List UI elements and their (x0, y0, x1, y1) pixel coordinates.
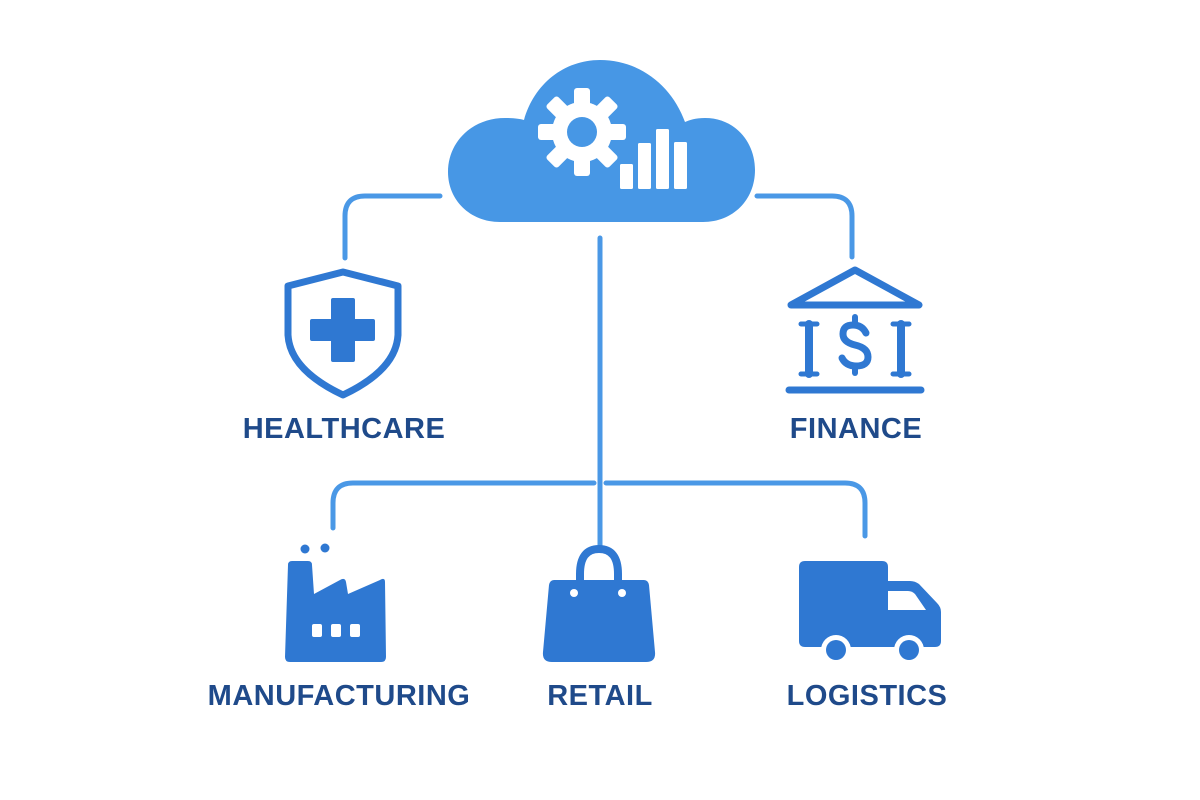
cloud-hub (448, 60, 755, 222)
label-finance: FINANCE (789, 413, 923, 445)
bank-dollar-icon (785, 266, 925, 394)
connector-finance (754, 193, 855, 260)
label-logistics: LOGISTICS (786, 680, 948, 712)
truck-icon (799, 561, 941, 665)
label-retail: RETAIL (547, 680, 653, 712)
gear-icon (538, 88, 626, 176)
shopping-bag-icon (542, 544, 656, 662)
label-manufacturing: MANUFACTURING (207, 680, 471, 712)
connector-healthcare (342, 193, 443, 261)
factory-icon (285, 543, 386, 662)
connectors (330, 193, 868, 548)
bar-chart-icon (620, 129, 687, 189)
label-healthcare: HEALTHCARE (242, 413, 446, 445)
connector-manufacturing (330, 480, 597, 531)
shield-cross-icon (284, 268, 402, 399)
connector-logistics (603, 480, 868, 539)
